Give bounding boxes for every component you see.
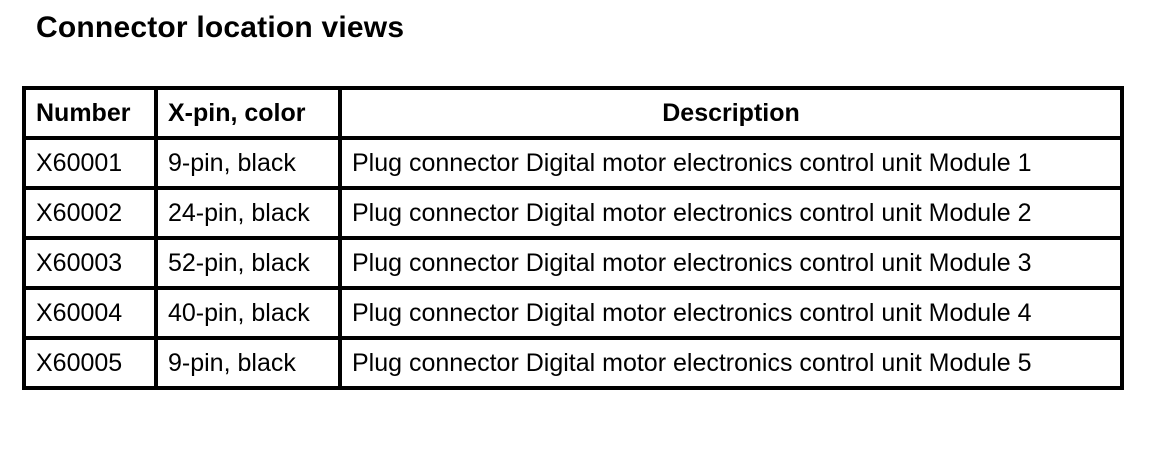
cell-pin-color: 40-pin, black xyxy=(154,286,342,340)
cell-number: X60004 xyxy=(22,286,158,340)
cell-pin-color: 9-pin, black xyxy=(154,136,342,190)
table-row: X60005 9-pin, black Plug connector Digit… xyxy=(22,336,1124,390)
cell-number: X60002 xyxy=(22,186,158,240)
cell-description: Plug connector Digital motor electronics… xyxy=(338,136,1124,190)
header-pin-color: X-pin, color xyxy=(154,86,342,140)
connector-table: Number X-pin, color Description X60001 9… xyxy=(22,86,1124,390)
cell-description: Plug connector Digital motor electronics… xyxy=(338,186,1124,240)
cell-pin-color: 9-pin, black xyxy=(154,336,342,390)
header-number: Number xyxy=(22,86,158,140)
cell-description: Plug connector Digital motor electronics… xyxy=(338,336,1124,390)
table-row: X60004 40-pin, black Plug connector Digi… xyxy=(22,286,1124,340)
header-description: Description xyxy=(338,86,1124,140)
cell-pin-color: 52-pin, black xyxy=(154,236,342,290)
cell-description: Plug connector Digital motor electronics… xyxy=(338,236,1124,290)
cell-number: X60005 xyxy=(22,336,158,390)
table-header-row: Number X-pin, color Description xyxy=(22,86,1124,140)
table-row: X60002 24-pin, black Plug connector Digi… xyxy=(22,186,1124,240)
table-row: X60001 9-pin, black Plug connector Digit… xyxy=(22,136,1124,190)
page-title: Connector location views xyxy=(36,11,405,44)
table-row: X60003 52-pin, black Plug connector Digi… xyxy=(22,236,1124,290)
cell-description: Plug connector Digital motor electronics… xyxy=(338,286,1124,340)
cell-pin-color: 24-pin, black xyxy=(154,186,342,240)
cell-number: X60003 xyxy=(22,236,158,290)
cell-number: X60001 xyxy=(22,136,158,190)
